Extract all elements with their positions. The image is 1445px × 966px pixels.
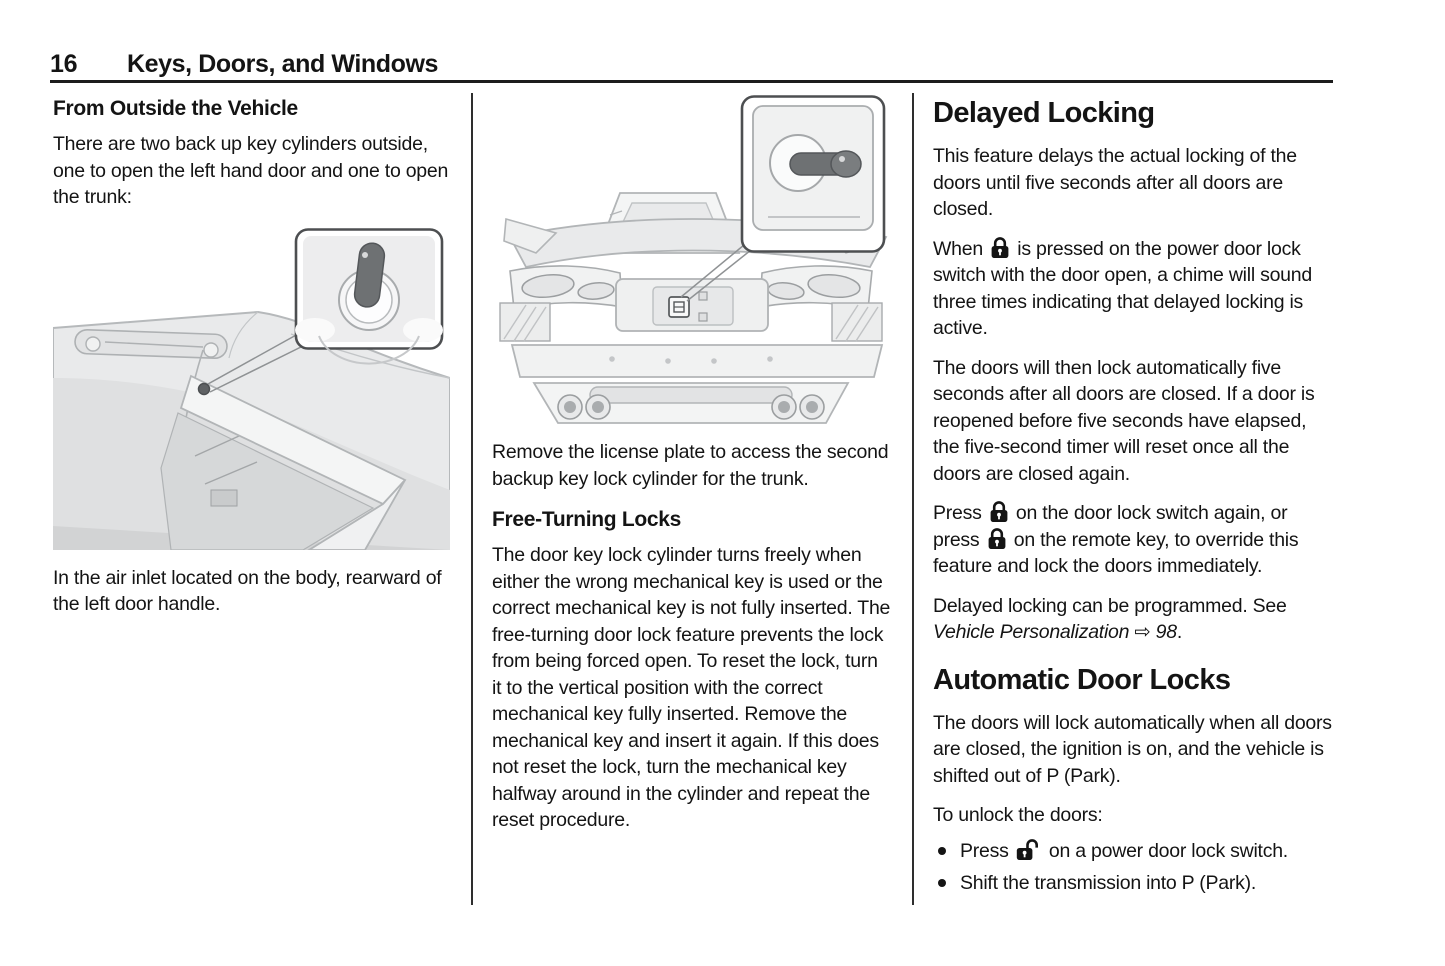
text-segment: .: [1176, 621, 1183, 643]
text-segment: When: [933, 237, 989, 260]
delayed-locking-paragraph-1: This feature delays the actual locking o…: [933, 145, 1297, 220]
page-number: 16: [50, 50, 78, 78]
figure-air-inlet-key-cylinder: [53, 227, 450, 550]
inset-trunk-key-cylinder-closeup: [740, 95, 886, 253]
bullet-dot: [938, 879, 946, 887]
cross-reference-page: 98: [1155, 621, 1177, 643]
automatic-door-locks-paragraph-2: To unlock the doors:: [933, 804, 1103, 826]
text-segment: Press: [960, 839, 1014, 862]
subheading-free-turning-locks: Free-Turning Locks: [492, 508, 682, 531]
text-segment: on a power door lock switch.: [1043, 839, 1288, 862]
cross-reference-arrow: ⇨: [1129, 621, 1156, 643]
padlock-unlocked-icon: [1016, 838, 1038, 860]
text-segment: on the remote key, to override this feat…: [933, 528, 1299, 578]
figure-caption: In the air inlet located on the body, re…: [53, 566, 442, 616]
column-2: Remove the license plate to access the s…: [492, 95, 892, 834]
text-segment: is pressed on the power door lock switch…: [933, 237, 1312, 340]
automatic-door-locks-paragraph-1: The doors will lock automatically when a…: [933, 711, 1332, 787]
padlock-locked-icon: [988, 527, 1006, 549]
text-segment: Delayed locking can be programmed. See: [933, 594, 1287, 617]
bullet-dot: [938, 846, 946, 855]
text-segment: Press: [933, 502, 987, 524]
cross-reference-title: Vehicle Personalization: [933, 621, 1130, 643]
column-divider-right: [912, 93, 914, 905]
delayed-locking-paragraph-2: When is pressed on the power door lock s…: [933, 236, 1333, 342]
intro-paragraph: There are two back up key cylinders outs…: [53, 133, 449, 208]
list-item: Shift the transmission into P (Park).: [933, 870, 1333, 897]
padlock-locked-icon: [991, 236, 1009, 258]
heading-delayed-locking: Delayed Locking: [933, 97, 1155, 129]
list-item: Press on a power door lock switch.: [933, 838, 1333, 865]
unlock-steps-list: Press on a power door lock switch. Shift…: [933, 838, 1333, 897]
figure-caption: Remove the license plate to access the s…: [492, 441, 889, 490]
delayed-locking-paragraph-5: Delayed locking can be programmed. See V…: [933, 593, 1333, 646]
column-1: From Outside the Vehicle There are two b…: [53, 97, 455, 618]
subheading-from-outside: From Outside the Vehicle: [53, 97, 298, 120]
header-rule: [50, 80, 1333, 83]
delayed-locking-paragraph-3: The doors will then lock automatically f…: [933, 356, 1315, 485]
text-segment: Shift the transmission into P (Park).: [960, 872, 1257, 894]
text-segment: on the door lock switch again, or press: [933, 502, 1288, 551]
column-3: Delayed Locking This feature delays the …: [933, 97, 1333, 897]
delayed-locking-paragraph-4: Press on the door lock switch again, or …: [933, 500, 1333, 580]
figure-rear-trunk-key-cylinder: [499, 95, 888, 424]
free-turning-locks-paragraph: The door key lock cylinder turns freely …: [492, 544, 891, 831]
chapter-title: Keys, Doors, and Windows: [127, 50, 439, 78]
heading-automatic-door-locks: Automatic Door Locks: [933, 663, 1231, 696]
padlock-locked-icon: [990, 501, 1008, 522]
column-divider-left: [471, 93, 473, 905]
inset-key-cylinder-closeup: [294, 227, 444, 365]
